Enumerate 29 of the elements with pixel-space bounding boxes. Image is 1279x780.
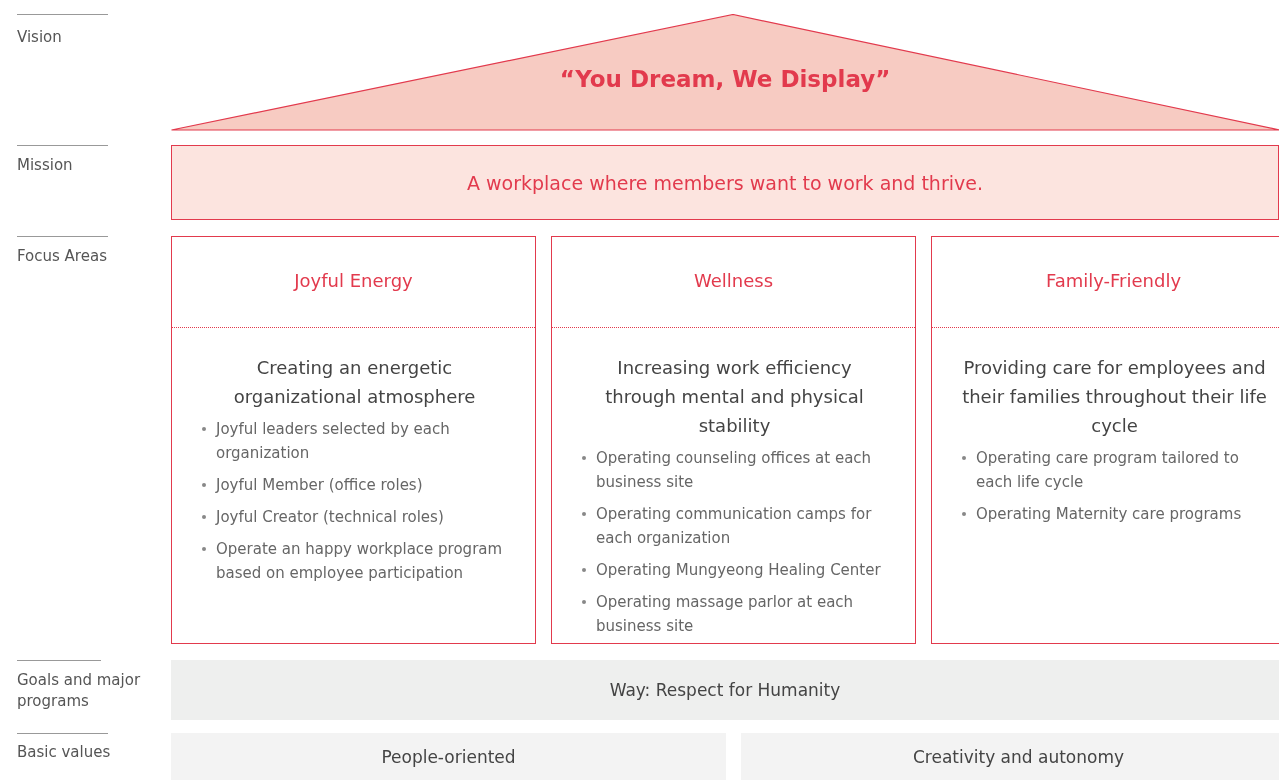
bullet-item: Joyful leaders selected by each organization (216, 420, 450, 462)
focus-subtitle: Providing care for employees and their families throughout their life cycle (961, 356, 1268, 438)
goals-band: Way: Respect for Humanity (171, 660, 1279, 720)
row-label: Mission (17, 155, 74, 176)
focus-heading: Family-Friendly (1044, 270, 1183, 291)
focus-subtitle: Creating an energetic organizational atmosphere (232, 356, 477, 409)
bullet-item: Joyful Member (office roles) (216, 476, 423, 494)
vision-text: “You Dream, We Display” (558, 66, 892, 92)
bullet-item: Operating massage parlor at each business site (596, 593, 854, 635)
bullet-item: Joyful Creator (technical roles) (216, 508, 444, 526)
value-band: Creativity and autonomy (741, 733, 1279, 780)
bullet-item: Operate an happy workplace program based on employee participation (216, 540, 503, 582)
row-label: Vision (17, 27, 63, 48)
value-band: People-oriented (171, 733, 726, 780)
row-label: Focus Areas (17, 246, 108, 267)
bullet-item: Operating Mungyeong Healing Center (596, 561, 881, 579)
focus-heading: Joyful Energy (292, 270, 414, 291)
mission-band: A workplace where members want to work and thrive. (171, 145, 1279, 220)
focus-heading: Wellness (692, 270, 775, 291)
bullet-item: Operating Maternity care programs (976, 505, 1242, 523)
focus-card (171, 236, 536, 644)
bullet-item: Operating care program tailored to each life cycle (976, 449, 1239, 491)
focus-subtitle: Increasing work efficiency through mental and physical stability (604, 356, 865, 438)
row-label: Goals and major programs (17, 670, 142, 712)
focus-card (931, 236, 1279, 644)
bullet-item: Operating counseling offices at each business site (596, 449, 872, 491)
focus-card (551, 236, 916, 644)
row-label: Basic values (17, 742, 112, 763)
bullet-item: Operating communication camps for each organization (596, 505, 872, 547)
